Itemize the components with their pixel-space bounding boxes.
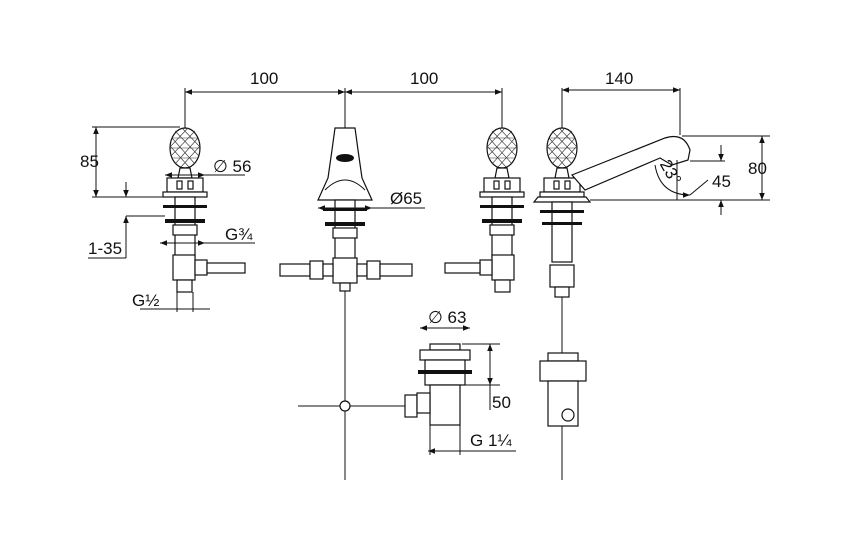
dim-waste-thread: G 1¼ (470, 431, 512, 450)
dim-thread-upper: G¾ (225, 225, 253, 244)
dim-valve-height: 85 (80, 152, 99, 171)
pop-up-waste: ∅ 63 50 G 1¼ (416, 308, 516, 455)
dim-handshower-length: 140 (605, 69, 633, 88)
dim-thread-lower: G½ (132, 291, 159, 310)
dim-waste-height: 50 (492, 393, 511, 412)
dim-spout-diameter: Ø65 (390, 189, 422, 208)
right-valve (444, 127, 525, 293)
dim-spacing-left: 100 (250, 69, 278, 88)
dim-waste-diameter: ∅ 63 (428, 308, 466, 327)
dim-handshower-offset: 45 (712, 172, 731, 191)
dim-spacing-right: 100 (410, 69, 438, 88)
dim-valve-diameter: ∅ 56 (213, 157, 251, 176)
dim-deck-thickness: 1-35 (88, 239, 122, 258)
left-valve: 85 1-35 ∅ 56 G¾ G½ (80, 126, 255, 312)
center-spout: Ø65 (279, 127, 425, 418)
dim-handshower-height: 80 (748, 159, 767, 178)
handshower: 80 45 23° (532, 127, 770, 480)
